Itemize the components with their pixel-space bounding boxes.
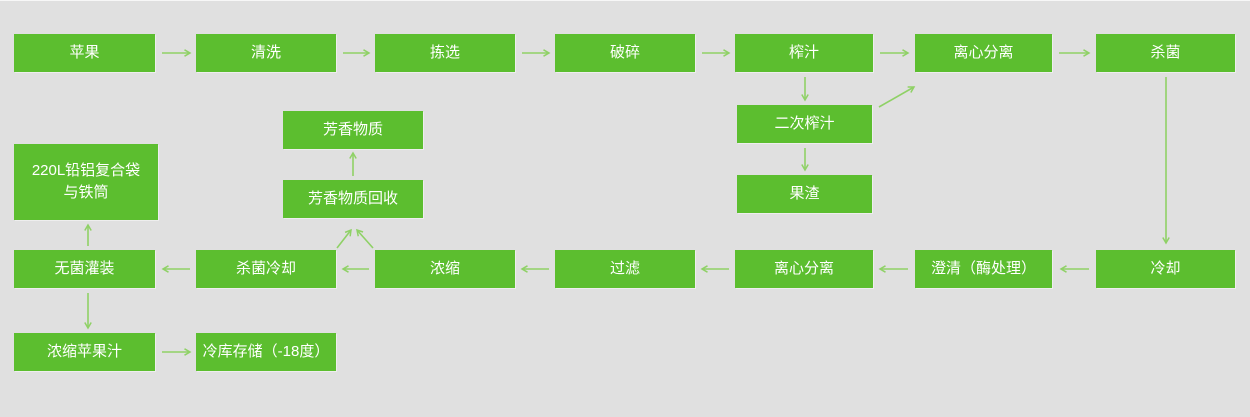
node-aromatic-recovery: 芳香物质回收 [283,180,423,218]
node-bag-drum: 220L铅铝复合袋 与铁筒 [14,144,158,220]
node-cold-storage: 冷库存储（-18度） [196,333,336,371]
node-sterilize-cool: 杀菌冷却 [196,250,336,288]
node-aseptic-filling: 无菌灌装 [14,250,155,288]
node-second-juicing: 二次榨汁 [737,105,872,143]
node-centrifugal-separation-1: 离心分离 [915,34,1052,72]
node-crushing: 破碎 [555,34,695,72]
node-filtration: 过滤 [555,250,695,288]
node-centrifugal-separation-2: 离心分离 [735,250,873,288]
arrow-second-juicing-to-centrifuge1 [878,86,916,108]
arrow-concentration-to-recovery [356,228,374,249]
node-pomace: 果渣 [737,175,872,213]
arrow-sterilize-cool-to-recovery [336,228,352,249]
node-sorting: 拣选 [375,34,515,72]
node-apple: 苹果 [14,34,155,72]
node-cooling: 冷却 [1096,250,1235,288]
node-aromatic-substance: 芳香物质 [283,111,423,149]
node-sterilization: 杀菌 [1096,34,1235,72]
node-washing: 清洗 [196,34,336,72]
node-juicing: 榨汁 [735,34,873,72]
node-concentration: 浓缩 [375,250,515,288]
node-concentrated-apple-juice: 浓缩苹果汁 [14,333,155,371]
node-clarification: 澄清（酶处理） [915,250,1052,288]
